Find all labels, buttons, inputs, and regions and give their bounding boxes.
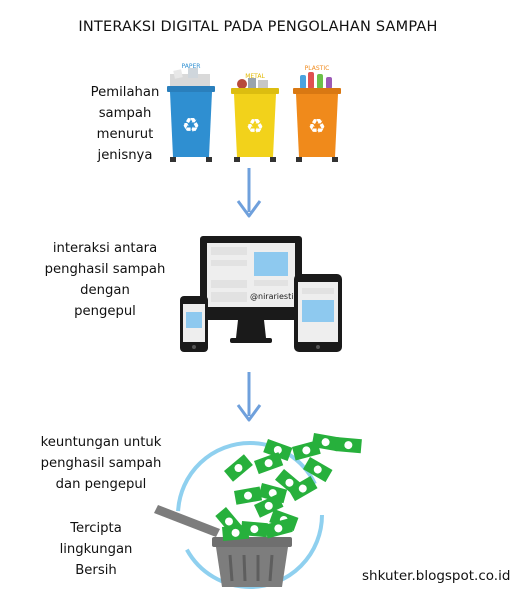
money-bill-icon bbox=[292, 440, 321, 461]
step-1-line: jenisnya bbox=[97, 148, 153, 163]
trash-lid-icon bbox=[154, 505, 220, 537]
bin-label: METAL bbox=[245, 73, 265, 80]
money-bill-icon bbox=[264, 518, 293, 539]
money-bill-icon bbox=[254, 494, 284, 518]
result-line: Tercipta bbox=[70, 521, 122, 536]
money-trash-illustration bbox=[154, 433, 362, 589]
step-3-line: penghasil sampah bbox=[40, 456, 162, 471]
money-bill-icon bbox=[222, 524, 250, 541]
svg-text:♻: ♻ bbox=[246, 114, 264, 138]
tablet-icon bbox=[294, 274, 342, 352]
money-bill-icon bbox=[254, 452, 284, 475]
money-bill-icon bbox=[224, 454, 253, 482]
money-bill-icon bbox=[234, 486, 263, 505]
bin-label: PAPER bbox=[182, 63, 201, 70]
down-arrow-icon bbox=[236, 372, 262, 422]
recycling-bins-illustration: PAPER ♻ METAL ♻ PLASTIC ♻ bbox=[167, 63, 341, 162]
step-2-text: interaksi antara penghasil sampah dengan… bbox=[30, 238, 180, 322]
step-3-line: keuntungan untuk bbox=[40, 435, 162, 450]
devices-illustration: @nirariestia bbox=[180, 236, 342, 352]
money-bills bbox=[215, 433, 362, 541]
step-3-line: dan pengepul bbox=[55, 477, 147, 492]
diagram-title: INTERAKSI DIGITAL PADA PENGOLAHAN SAMPAH bbox=[78, 19, 438, 35]
step-2-line: pengepul bbox=[74, 304, 136, 319]
svg-text:♻: ♻ bbox=[308, 114, 326, 138]
step-1-line: sampah bbox=[98, 106, 152, 121]
result-line: lingkungan bbox=[59, 542, 133, 557]
source-credit: shkuter.blogspot.co.id bbox=[362, 568, 511, 584]
step-1-line: Pemilahan bbox=[90, 85, 160, 100]
money-bill-icon bbox=[263, 439, 293, 462]
step-1-line: menurut bbox=[96, 127, 154, 142]
money-bill-icon bbox=[288, 476, 318, 502]
trash-bin-icon bbox=[212, 537, 292, 587]
smartphone-icon bbox=[180, 296, 208, 352]
result-line: Bersih bbox=[75, 563, 117, 578]
money-bill-icon bbox=[258, 483, 288, 504]
svg-text:♻: ♻ bbox=[182, 113, 200, 137]
money-bill-icon bbox=[303, 457, 333, 483]
step-1-text: Pemilahan sampah menurut jenisnya bbox=[70, 82, 180, 166]
step-2-line: dengan bbox=[80, 283, 130, 298]
result-text: Tercipta lingkungan Bersih bbox=[40, 518, 152, 581]
monitor-icon: @nirariestia bbox=[200, 236, 302, 343]
bin-label: PLASTIC bbox=[305, 65, 330, 72]
step-3-text: keuntungan untuk penghasil sampah dan pe… bbox=[22, 432, 180, 495]
step-2-line: interaksi antara bbox=[52, 241, 158, 256]
step-2-line: penghasil sampah bbox=[44, 262, 166, 277]
plastic-bin-icon: PLASTIC ♻ bbox=[293, 65, 341, 162]
paper-bin-icon: PAPER ♻ bbox=[167, 63, 215, 162]
money-bill-icon bbox=[334, 437, 362, 454]
down-arrow-icon bbox=[236, 168, 262, 218]
metal-bin-icon: METAL ♻ bbox=[231, 73, 279, 162]
social-handle: @nirariestia bbox=[250, 292, 298, 301]
